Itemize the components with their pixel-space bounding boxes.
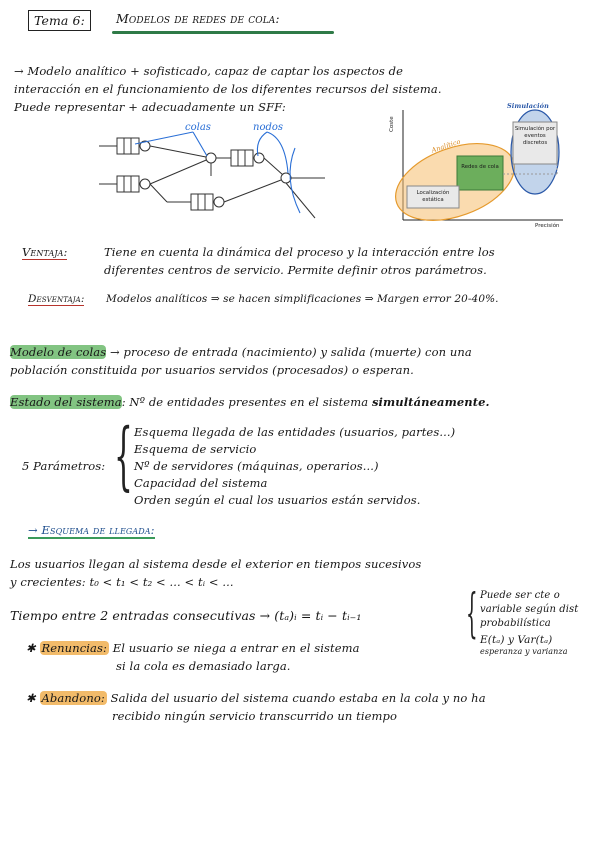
desventaja-text: Modelos analíticos ⇒ se hacen simplifica…	[106, 293, 499, 305]
note-line: probabilística	[480, 618, 551, 629]
note-line: Puede ser cte o	[480, 590, 560, 601]
topic-number: Tema 6:	[28, 10, 91, 31]
title-underline	[112, 31, 334, 34]
renuncias-line-2: si la cola es demasiado larga.	[116, 659, 291, 673]
tiempo-entre-entradas: Tiempo entre 2 entradas consecutivas → (…	[10, 608, 362, 623]
box-redes-de-cola: Redes de cola	[461, 164, 499, 170]
estado-label: Estado del sistema	[10, 395, 122, 409]
positioning-chart-svg	[394, 109, 563, 221]
modelo-colas-line-1-rest: → proceso de entrada (nacimiento) y sali…	[110, 345, 472, 359]
page-title: Modelos de redes de cola:	[116, 11, 280, 26]
note-line: variable según dist	[480, 604, 579, 615]
intro-line-3: Puede representar + adecuadamente un SFF…	[14, 100, 286, 114]
note-brace: {	[466, 584, 478, 644]
ventaja-line-1: Tiene en cuenta la dinámica del proceso …	[104, 245, 495, 259]
ventaja-label-text: Ventaja:	[22, 245, 68, 260]
llegada-line-2: y crecientes: t₀ < t₁ < t₂ < ... < tᵢ < …	[10, 575, 234, 589]
parametro-item: Esquema llegada de las entidades (usuari…	[134, 425, 456, 439]
abandono-line-1: ✱ Abandono: Salida del usuario del siste…	[26, 691, 486, 705]
x-axis-label: Precisión	[535, 223, 560, 229]
parametro-item: Esquema de servicio	[134, 442, 257, 456]
intro-line-1: → Modelo analítico + sofisticado, capaz …	[14, 64, 403, 78]
estado-text: : Nº de entidades presentes en el sistem…	[121, 395, 369, 409]
y-axis-label: Coste	[389, 116, 395, 132]
abandono-line-2: recibido ningún servicio transcurrido un…	[112, 709, 398, 723]
box-simulacion: Simulación por eventos discretos	[514, 126, 556, 146]
estado-sistema: Estado del sistema: Nº de entidades pres…	[10, 395, 490, 409]
side-note: Puede ser cte o variable según dist prob…	[480, 590, 578, 659]
renuncias-line-1: ✱ Renuncias: El usuario se niega a entra…	[26, 641, 360, 655]
label-colas: colas	[185, 122, 211, 133]
positioning-chart: Coste Precisión Simulación Analítico Sim…	[385, 102, 567, 232]
llegada-line-1: Los usuarios llegan al sistema desde el …	[10, 557, 422, 571]
abandono-label: Abandono:	[39, 691, 107, 705]
asterisk-icon: ✱	[26, 691, 36, 705]
ventaja-label: Ventaja:	[22, 245, 68, 260]
ventaja-line-2: diferentes centros de servicio. Permite …	[104, 263, 487, 277]
renuncias-label: Renuncias:	[39, 641, 109, 655]
estado-emphasis: simultáneamente.	[371, 395, 490, 409]
modelo-colas-line-1: Modelo de colas → proceso de entrada (na…	[10, 345, 472, 359]
desventaja-label-text: Desventaja:	[28, 293, 85, 306]
queue-network-diagram: colas nodos	[99, 122, 325, 219]
parametros-list: Esquema llegada de las entidades (usuari…	[134, 425, 455, 510]
llegada-heading: → Esquema de llegada:	[28, 523, 155, 539]
parametro-item: Nº de servidores (máquinas, operarios...…	[134, 459, 379, 473]
modelo-colas-label: Modelo de colas	[10, 345, 107, 359]
asterisk-icon: ✱	[26, 641, 36, 655]
label-nodos: nodos	[253, 122, 283, 133]
abandono-text-1: Salida del usuario del sistema cuando es…	[110, 691, 486, 705]
renuncias-text-1: El usuario se niega a entrar en el siste…	[112, 641, 360, 655]
parametros-brace: {	[114, 413, 133, 499]
parametros-label: 5 Parámetros:	[22, 459, 106, 473]
parametro-item: Capacidad del sistema	[134, 476, 268, 490]
modelo-colas-line-2: población constituida por usuarios servi…	[10, 363, 414, 377]
simulacion-region-label: Simulación	[507, 102, 549, 110]
desventaja-label: Desventaja:	[28, 293, 85, 306]
topic-number-text: Tema 6:	[34, 13, 85, 28]
intro-line-2: interacción en el funcionamiento de los …	[14, 82, 442, 96]
llegada-heading-text: → Esquema de llegada:	[28, 523, 155, 539]
note-line: esperanza y varianza	[480, 647, 568, 656]
parametro-item: Orden según el cual los usuarios están s…	[134, 493, 421, 507]
box-localizacion: Localización estática	[416, 190, 450, 203]
note-line: E(tₐ) y Var(tₐ)	[480, 634, 553, 646]
